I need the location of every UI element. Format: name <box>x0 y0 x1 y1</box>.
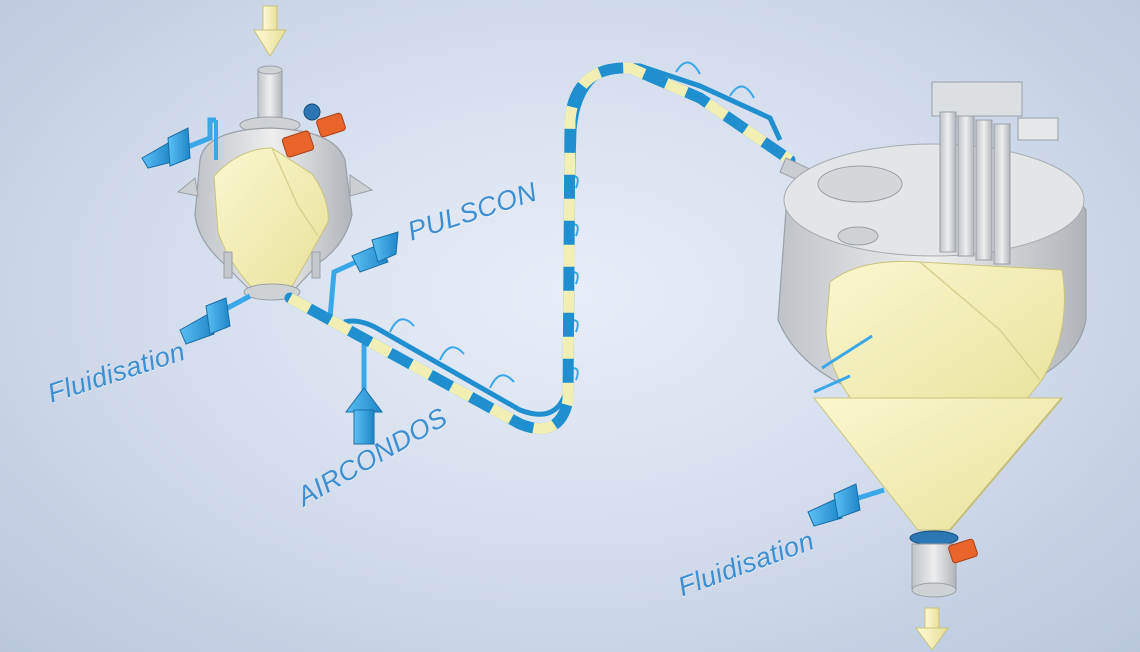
outflow-arrow-icon <box>915 607 949 651</box>
filter-cartridges <box>931 81 1059 265</box>
receiving-silo <box>777 81 1087 598</box>
aircondos-air-inlet <box>345 344 383 445</box>
pulscon-air-inlet <box>327 231 399 319</box>
pressure-vessel <box>176 65 374 301</box>
left-fluidisation-inlet <box>179 293 252 345</box>
inlet-valve-actuators <box>281 103 346 158</box>
conveying-pipeline <box>284 61 796 434</box>
inflow-arrow-icon <box>253 5 287 57</box>
right-fluidisation-inlet <box>807 483 885 527</box>
top-air-inlet <box>141 117 218 169</box>
air-inlet-arrow-icon <box>345 387 383 445</box>
